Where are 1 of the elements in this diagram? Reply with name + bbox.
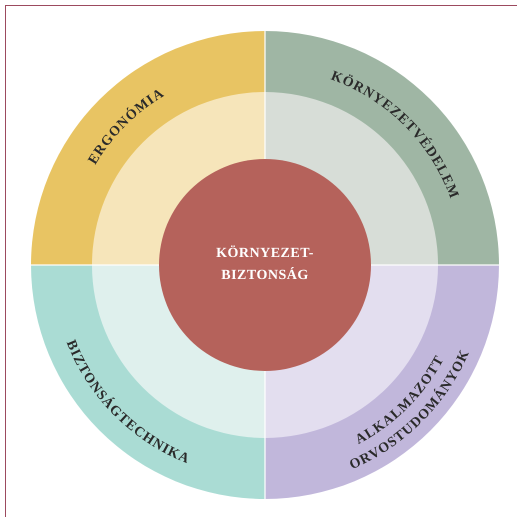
- center-label: KÖRNYEZET- BIZTONSÁG: [215, 244, 315, 285]
